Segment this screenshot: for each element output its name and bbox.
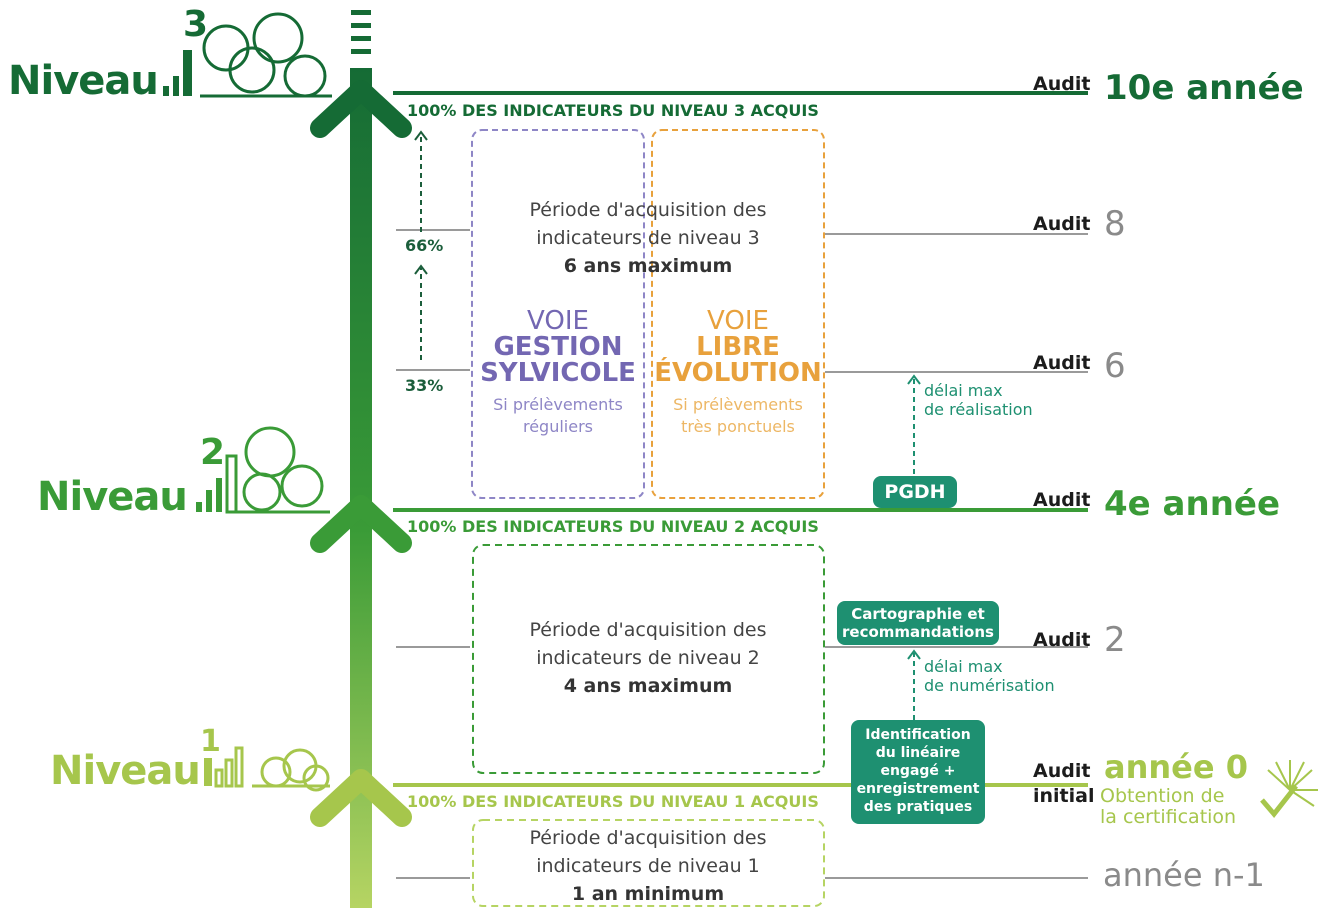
period-level3-line1: Période d'acquisition des — [529, 199, 767, 221]
note-delai-numerisation: délai max de numérisation — [924, 657, 1055, 695]
voie-libre-sub1: Si prélèvements — [673, 395, 803, 414]
box-level2 — [472, 544, 825, 774]
voie-libre-evolution: VOIE LIBRE ÉVOLUTION Si prélèvements trè… — [654, 308, 822, 438]
level2-title: Niveau — [37, 474, 188, 520]
tree-bar-chart-icon-level1 — [204, 746, 330, 792]
period-level2: Période d'acquisition des indicateurs de… — [497, 616, 799, 700]
certification-line2: la certification — [1100, 806, 1237, 828]
axis-top-dashes — [351, 10, 371, 54]
voie-gestion-line3: SYLVICOLE — [480, 358, 636, 388]
tree-bar-chart-icon-level2 — [196, 426, 330, 514]
cartographie-line1: Cartographie et — [851, 605, 985, 623]
audit-8-value: 8 — [1104, 204, 1126, 244]
identification-line1: Identification — [865, 727, 971, 743]
audit-initial-value: année 0 — [1104, 748, 1248, 786]
voie-libre-sub2: très ponctuels — [681, 417, 795, 436]
caption-level1-reached: 100% DES INDICATEURS DU NIVEAU 1 ACQUIS — [407, 792, 819, 811]
audit-2-value: 2 — [1104, 620, 1126, 660]
period-level3-duration: 6 ans maximum — [563, 255, 733, 277]
period-level3-line2: indicateurs de niveau 3 — [536, 227, 760, 249]
period-level1-duration: 1 an minimum — [571, 883, 725, 905]
grey-audit-lines — [396, 229, 1088, 879]
delai-realisation-line1: délai max — [924, 381, 1003, 400]
prior-year-label: année n-1 — [1103, 856, 1265, 894]
level1-title: Niveau — [50, 748, 201, 794]
audit-initial-label: Audit initial — [1033, 759, 1094, 809]
level3-number: 3 — [183, 4, 209, 45]
audit-initial-line2: initial — [1033, 785, 1095, 807]
sun-check-icon — [1260, 760, 1318, 818]
identification-badge: Identification du linéaire engagé + enre… — [851, 720, 985, 824]
box-voie-libre — [651, 129, 825, 499]
period-level2-duration: 4 ans maximum — [563, 675, 733, 697]
audit-initial-line1: Audit — [1033, 760, 1091, 782]
caption-level2-reached: 100% DES INDICATEURS DU NIVEAU 2 ACQUIS — [407, 517, 819, 536]
voie-libre-line3: ÉVOLUTION — [654, 358, 822, 388]
chevron-level2 — [310, 495, 412, 553]
delai-realisation-line2: de réalisation — [924, 400, 1033, 419]
certification-line1: Obtention de — [1100, 785, 1225, 807]
identification-line5: des pratiques — [863, 799, 973, 815]
delai-numerisation-line1: délai max — [924, 657, 1003, 676]
voie-libre-sub: Si prélèvements très ponctuels — [654, 394, 822, 438]
caption-level3-reached: 100% DES INDICATEURS DU NIVEAU 3 ACQUIS — [407, 101, 819, 120]
level3-title: Niveau — [8, 58, 159, 104]
note-delai-realisation: délai max de réalisation — [924, 381, 1033, 419]
voie-gestion-line1: VOIE — [527, 306, 589, 336]
period-level1-line2: indicateurs de niveau 1 — [536, 855, 760, 877]
pgdh-badge: PGDH — [873, 476, 957, 508]
level1-number: 1 — [200, 724, 221, 759]
voie-libre-line1: VOIE — [707, 306, 769, 336]
box-level1 — [472, 819, 825, 907]
chevron-level3 — [310, 80, 412, 138]
audit-year4-value: 4e année — [1104, 484, 1281, 524]
identification-line2: du linéaire — [875, 745, 961, 761]
identification-line3: engagé + — [880, 763, 956, 779]
cartographie-line2: recommandations — [842, 623, 994, 641]
certification-subtitle: Obtention de la certification — [1100, 786, 1236, 828]
audit-6-label: Audit — [1033, 352, 1091, 374]
voie-gestion-sylvicole: VOIE GESTION SYLVICOLE Si prélèvements r… — [474, 308, 642, 438]
period-level1-line1: Période d'acquisition des — [529, 827, 767, 849]
identification-line4: enregistrement — [856, 781, 980, 797]
audit-year10-label: Audit — [1033, 73, 1091, 95]
voie-gestion-sub: Si prélèvements réguliers — [474, 394, 642, 438]
audit-year4-label: Audit — [1033, 489, 1091, 511]
audit-8-label: Audit — [1033, 213, 1091, 235]
voie-gestion-sub1: Si prélèvements — [493, 395, 623, 414]
percent-66: 66% — [405, 236, 444, 255]
voie-gestion-sub2: réguliers — [522, 417, 593, 436]
voie-gestion-line2: GESTION — [493, 332, 623, 362]
chevron-level1 — [310, 769, 412, 827]
period-level1: Période d'acquisition des indicateurs de… — [497, 824, 799, 908]
audit-6-value: 6 — [1104, 346, 1126, 386]
cartographie-badge: Cartographie et recommandations — [837, 601, 999, 645]
period-level2-line2: indicateurs de niveau 2 — [536, 647, 760, 669]
box-voie-gestion — [471, 129, 645, 499]
teal-arrows — [907, 374, 921, 720]
percent-arrows — [414, 130, 428, 360]
level2-number: 2 — [200, 432, 226, 473]
voie-libre-line2: LIBRE — [696, 332, 780, 362]
audit-year10-value: 10e année — [1104, 68, 1304, 108]
tree-bar-chart-icon-level3 — [163, 12, 332, 98]
progress-axis — [350, 68, 372, 908]
audit-2-label: Audit — [1033, 629, 1091, 651]
percent-33: 33% — [405, 376, 444, 395]
period-level3: Période d'acquisition des indicateurs de… — [497, 196, 799, 280]
period-level2-line1: Période d'acquisition des — [529, 619, 767, 641]
delai-numerisation-line2: de numérisation — [924, 676, 1055, 695]
